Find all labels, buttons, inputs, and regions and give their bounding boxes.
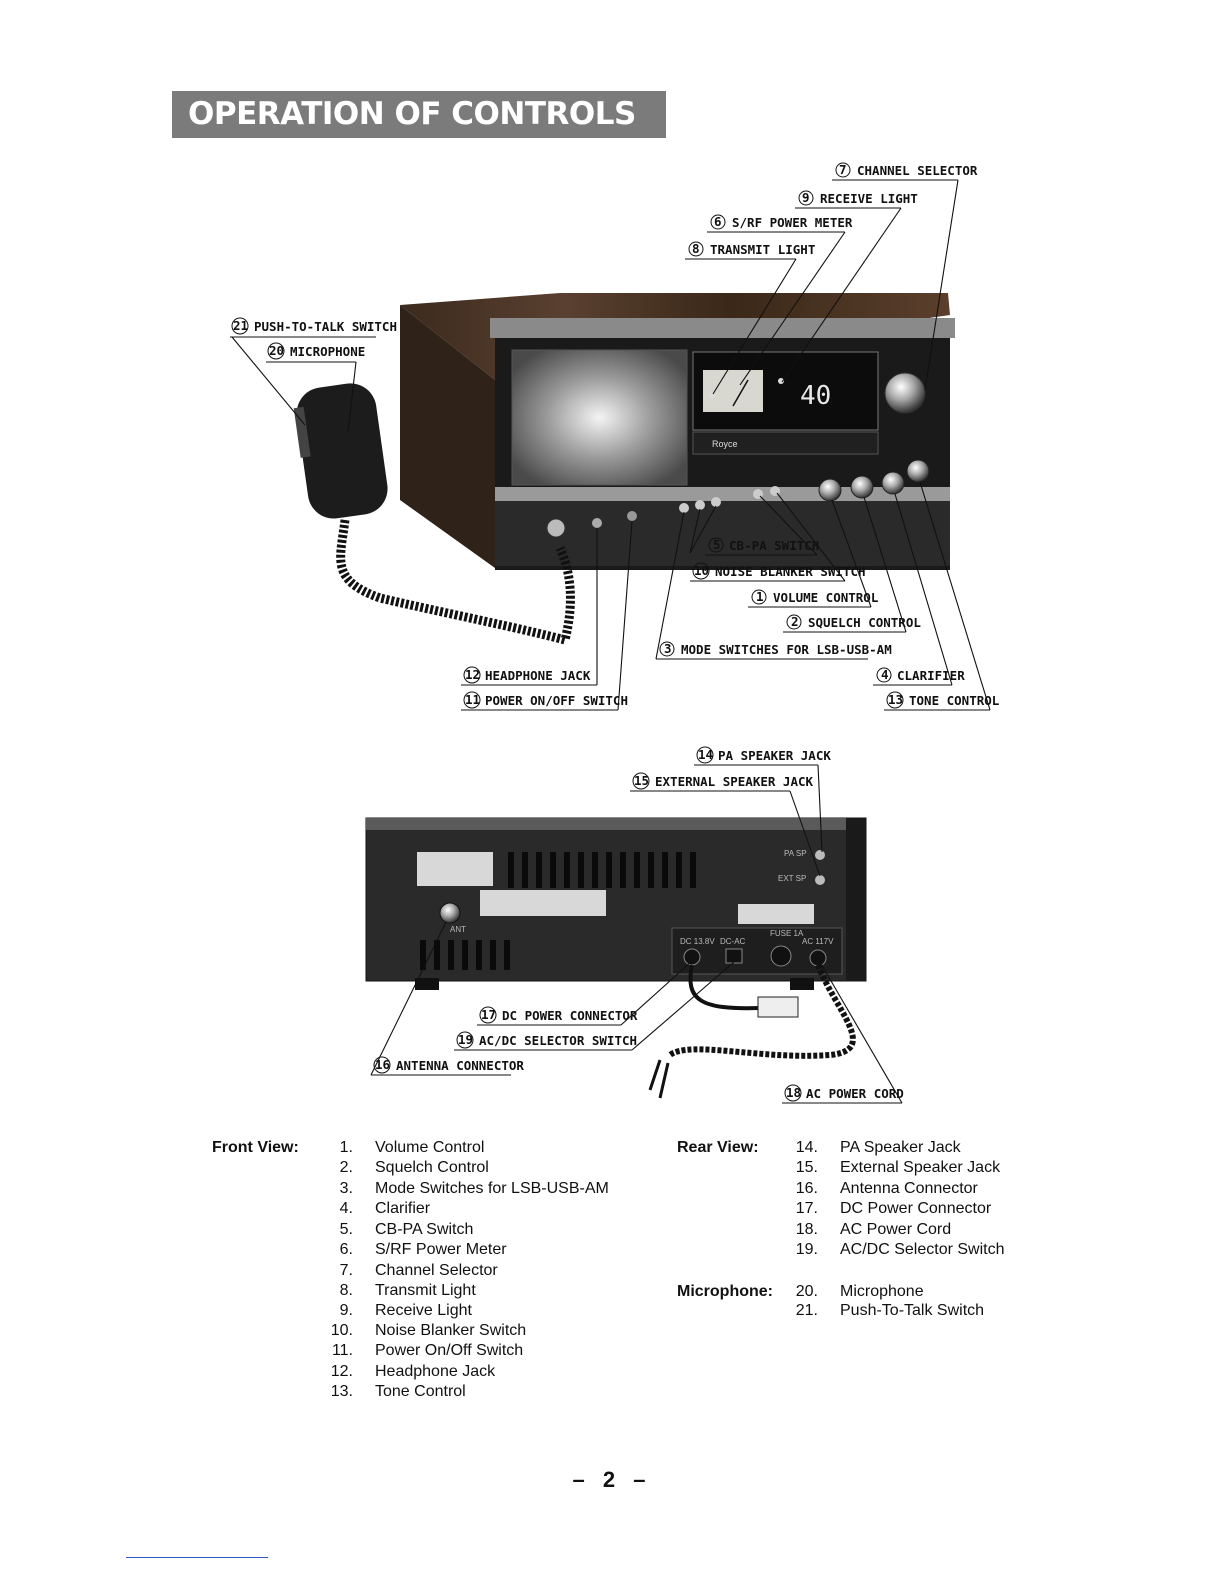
rear-view-heading: Rear View: bbox=[677, 1138, 759, 1158]
list-item: 15.External Speaker Jack bbox=[776, 1158, 1000, 1178]
list-item: 12.Headphone Jack bbox=[311, 1362, 495, 1382]
list-item: 14.PA Speaker Jack bbox=[776, 1138, 961, 1158]
list-item: 18.AC Power Cord bbox=[776, 1220, 951, 1240]
list-item: 20.Microphone bbox=[776, 1282, 924, 1302]
list-item: 13.Tone Control bbox=[311, 1382, 466, 1402]
list-item: 10.Noise Blanker Switch bbox=[311, 1321, 526, 1341]
front-view-heading: Front View: bbox=[212, 1138, 299, 1158]
list-item: 16.Antenna Connector bbox=[776, 1179, 978, 1199]
list-item: 4.Clarifier bbox=[311, 1199, 430, 1219]
list-item: 2.Squelch Control bbox=[311, 1158, 489, 1178]
list-item: 19.AC/DC Selector Switch bbox=[776, 1240, 1005, 1260]
list-item: 21.Push-To-Talk Switch bbox=[776, 1301, 984, 1321]
list-item: 7.Channel Selector bbox=[311, 1261, 498, 1281]
list-item: 9.Receive Light bbox=[311, 1301, 472, 1321]
list-item: 6.S/RF Power Meter bbox=[311, 1240, 507, 1260]
list-item: 3.Mode Switches for LSB-USB-AM bbox=[311, 1179, 609, 1199]
list-item: 1.Volume Control bbox=[311, 1138, 484, 1158]
list-item: 8.Transmit Light bbox=[311, 1281, 476, 1301]
page-number: – 2 – bbox=[0, 1467, 1224, 1493]
list-item: 11.Power On/Off Switch bbox=[311, 1341, 523, 1361]
microphone-heading: Microphone: bbox=[677, 1282, 773, 1302]
list-item: 5.CB-PA Switch bbox=[311, 1220, 473, 1240]
list-item: 17.DC Power Connector bbox=[776, 1199, 991, 1219]
footer-rule bbox=[126, 1557, 268, 1558]
